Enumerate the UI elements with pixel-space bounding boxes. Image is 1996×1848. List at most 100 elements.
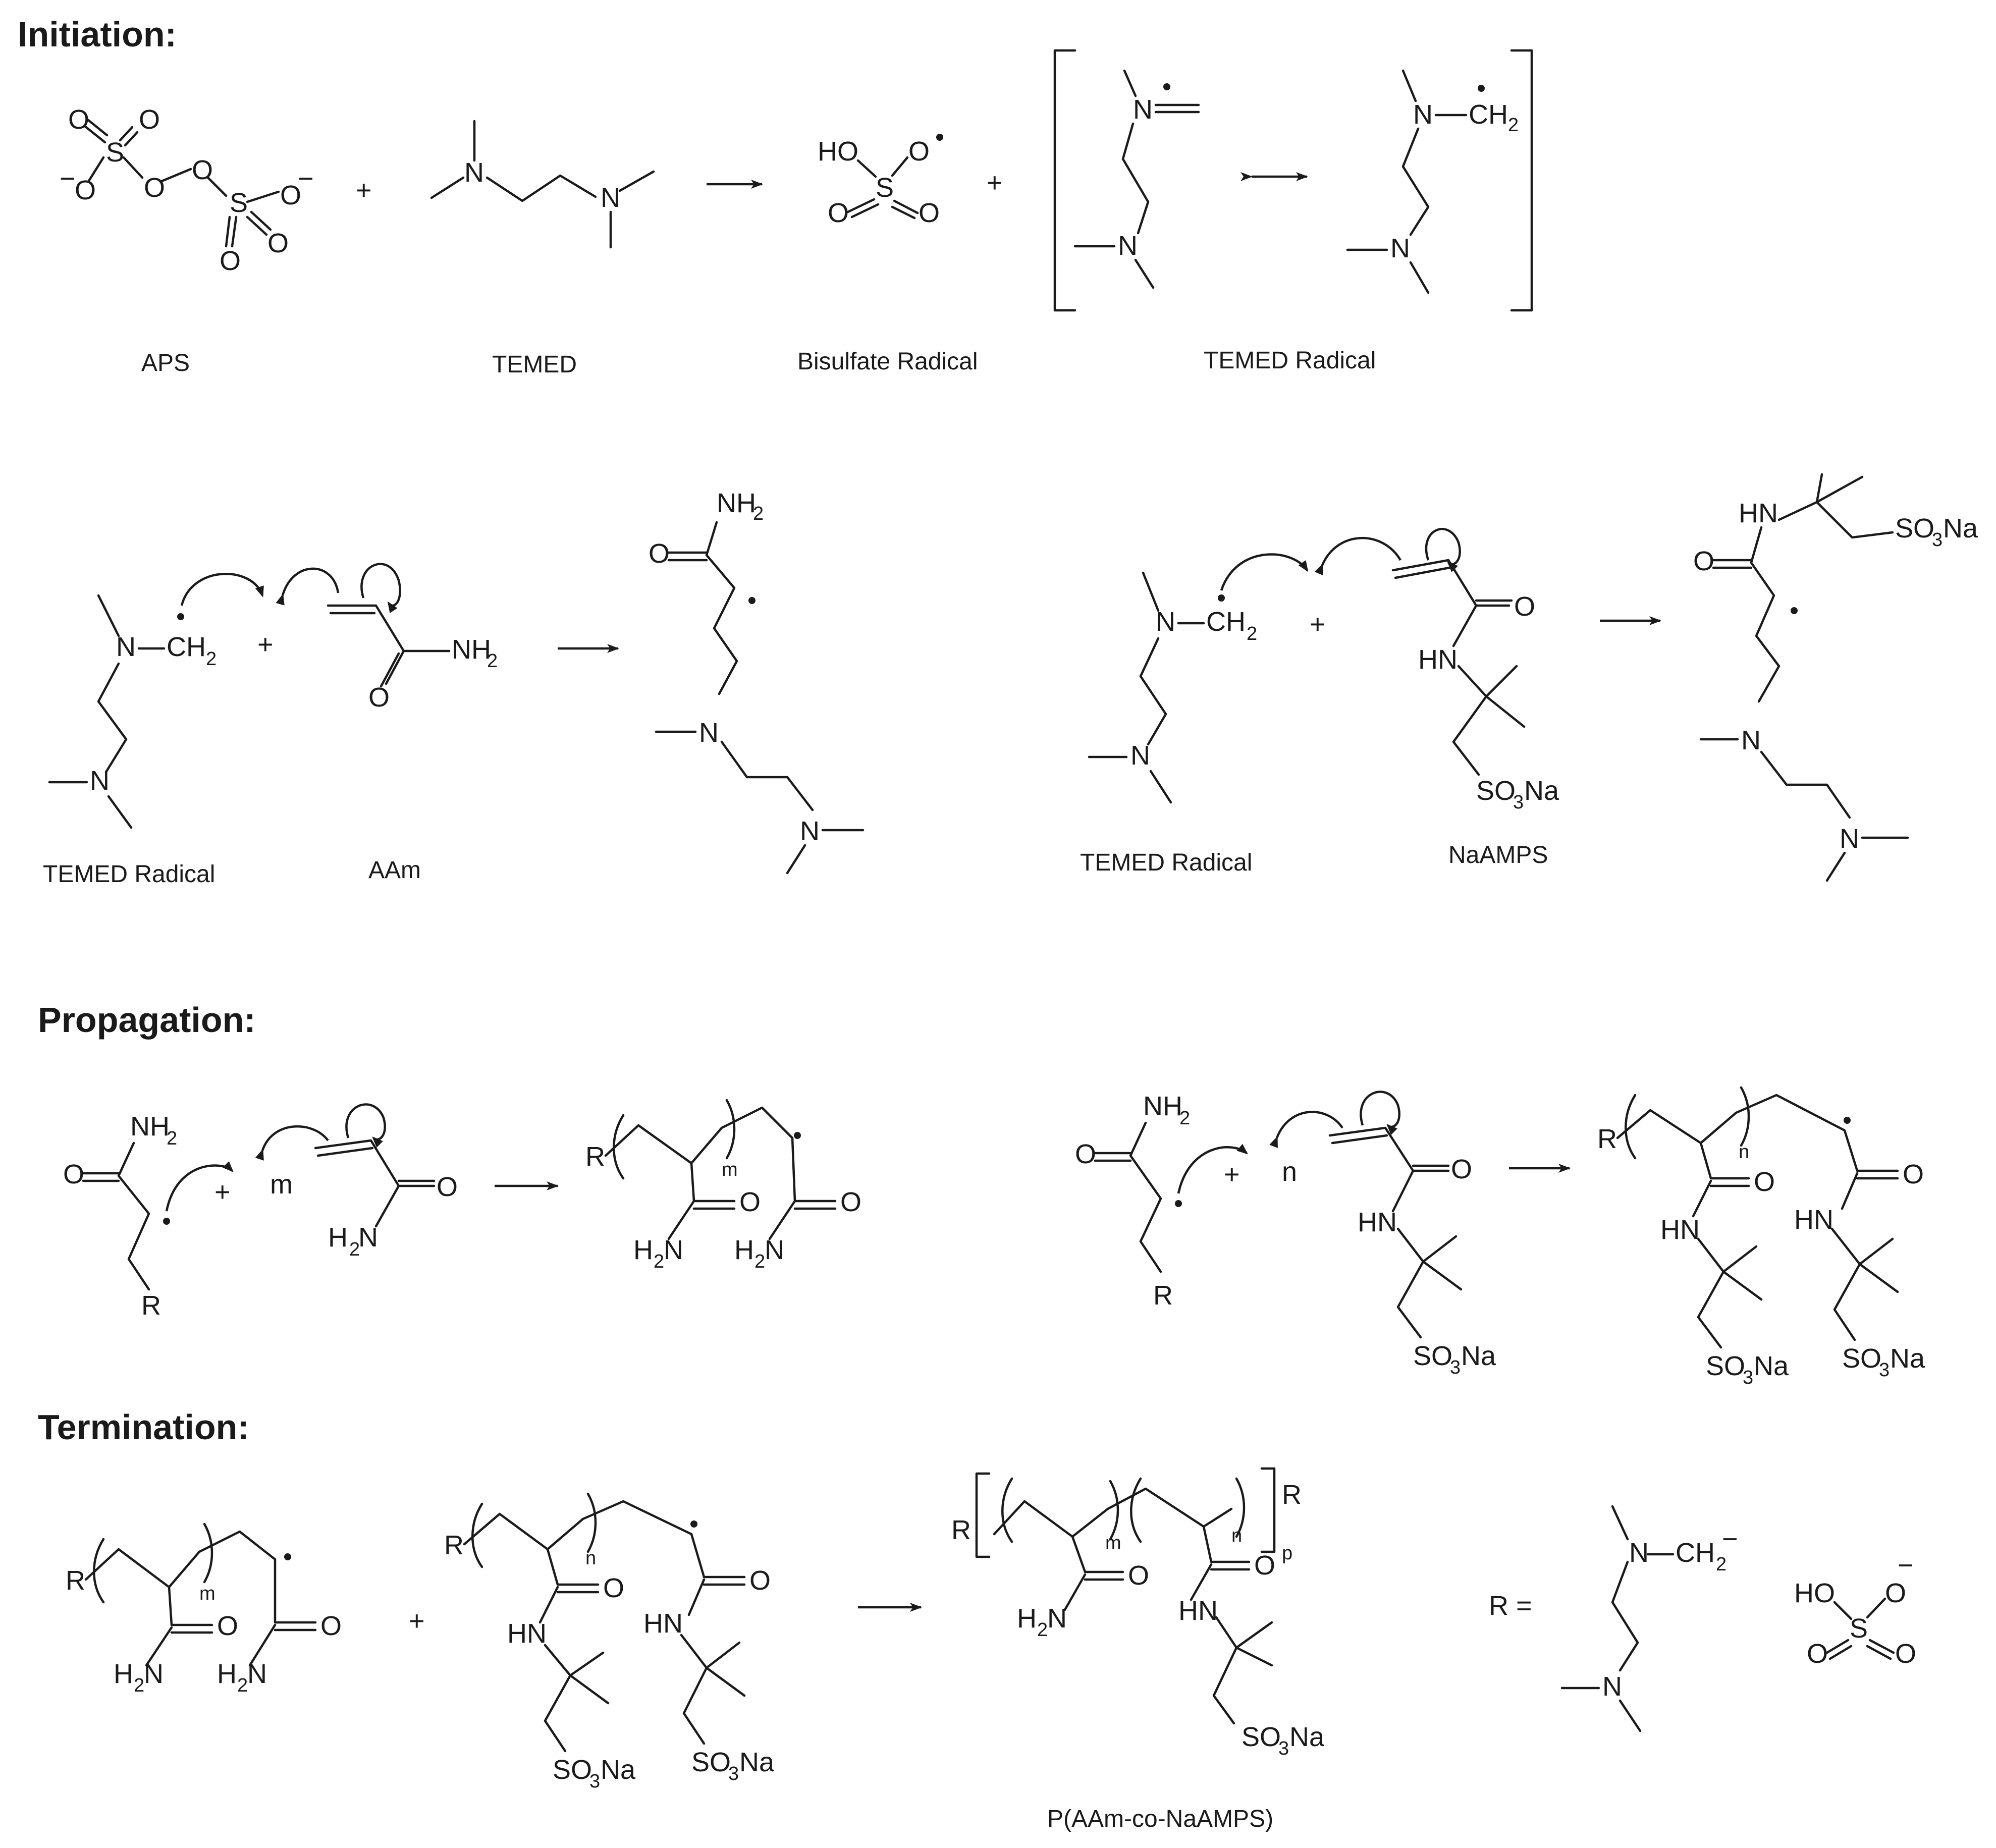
svg-text:N: N	[90, 766, 110, 796]
svg-text:CH: CH	[167, 632, 206, 662]
svg-text:O: O	[1254, 1550, 1275, 1581]
svg-text:O: O	[75, 175, 96, 205]
svg-text:O: O	[320, 1611, 342, 1641]
svg-text:Na: Na	[1943, 513, 1978, 543]
svg-text:N: N	[1741, 725, 1761, 755]
electron-arrow-3	[360, 563, 401, 613]
svg-text:n: n	[585, 1548, 596, 1569]
svg-text:HO: HO	[1794, 1578, 1835, 1608]
aam-temed-product: NH 2 O N N	[649, 488, 865, 875]
svg-text:2: 2	[1508, 115, 1519, 136]
svg-text:3: 3	[1879, 1360, 1890, 1381]
svg-text:3: 3	[1743, 1367, 1753, 1388]
svg-text:CH: CH	[1676, 1538, 1715, 1568]
propagation-aam-monomer: O H 2 N	[314, 1139, 458, 1260]
svg-text:SO: SO	[1895, 513, 1934, 543]
svg-text:O: O	[1075, 1139, 1096, 1169]
aps-structure: O O S O − O O S O − O O	[60, 104, 314, 276]
caption-naamps: NaAMPS	[1448, 842, 1548, 868]
svg-text:3: 3	[1513, 792, 1524, 813]
svg-text:H: H	[1017, 1603, 1037, 1634]
svg-text:O: O	[1693, 546, 1714, 576]
svg-text:N: N	[765, 1235, 784, 1265]
svg-text:3: 3	[728, 1763, 739, 1784]
plus-5: +	[214, 1177, 231, 1207]
propagation-pnaamps-radical: R n O O HN HN SO 3 Na SO 3 Na	[1597, 1086, 1925, 1388]
svg-text:HN: HN	[1794, 1205, 1833, 1235]
svg-text:2: 2	[237, 1675, 248, 1696]
svg-text:O: O	[63, 1159, 84, 1189]
svg-text:O: O	[1514, 591, 1535, 622]
caption-temed-radical-3: TEMED Radical	[1080, 849, 1252, 876]
svg-text:SO: SO	[691, 1747, 731, 1777]
svg-text:CH: CH	[1206, 607, 1246, 637]
svg-text:H: H	[633, 1235, 653, 1265]
svg-text:Na: Na	[601, 1755, 636, 1785]
svg-text:R: R	[444, 1530, 464, 1560]
svg-text:N: N	[664, 1235, 683, 1265]
propagation-aam-radical: NH 2 O R	[63, 1111, 177, 1321]
multiplier-n-1: n	[1282, 1157, 1297, 1187]
r-definition-label: R =	[1489, 1591, 1532, 1621]
svg-text:N: N	[247, 1659, 267, 1689]
svg-text:N: N	[1156, 607, 1175, 637]
naamps-structure: O HN SO 3 Na	[1391, 559, 1559, 813]
svg-text:N: N	[1118, 231, 1138, 261]
svg-text:N: N	[1130, 740, 1150, 771]
aam-structure: O NH 2	[327, 604, 498, 713]
initiation-header: Initiation:	[18, 15, 177, 54]
svg-text:R: R	[951, 1515, 971, 1545]
svg-text:HN: HN	[507, 1618, 547, 1649]
svg-text:CH: CH	[1469, 99, 1508, 130]
svg-text:Na: Na	[1461, 1341, 1496, 1371]
svg-text:2: 2	[1247, 623, 1257, 644]
svg-text:R: R	[1153, 1280, 1173, 1311]
svg-text:N: N	[144, 1659, 164, 1689]
termination-paam-radical: R m O O H 2 N H 2 N	[66, 1523, 342, 1696]
electron-arrow-1	[180, 572, 264, 606]
svg-text:N: N	[116, 632, 136, 662]
svg-text:HO: HO	[818, 136, 858, 167]
temed-radical-resonance: N N N CH 2 N	[1053, 49, 1533, 312]
svg-text:Na: Na	[1524, 776, 1559, 806]
svg-text:2: 2	[206, 648, 217, 670]
svg-text:NH: NH	[1143, 1091, 1182, 1121]
propagation-paam-radical: R m O O H 2 N H 2 N	[585, 1099, 861, 1272]
svg-text:−: −	[1722, 1524, 1738, 1554]
svg-text:2: 2	[167, 1128, 177, 1149]
svg-text:N: N	[1840, 824, 1859, 854]
svg-text:SO: SO	[1413, 1341, 1452, 1371]
electron-arrow-8	[255, 1125, 329, 1161]
svg-text:R: R	[141, 1290, 161, 1321]
svg-text:−: −	[60, 164, 76, 194]
svg-text:O: O	[1895, 1639, 1916, 1669]
svg-text:O: O	[267, 228, 289, 258]
svg-text:N: N	[464, 157, 484, 188]
svg-text:HN: HN	[643, 1608, 683, 1639]
svg-text:2: 2	[134, 1675, 144, 1696]
caption-bisulfate: Bisulfate Radical	[797, 348, 978, 375]
svg-text:O: O	[220, 246, 241, 276]
caption-product: P(AAm-co-NaAMPS)	[1047, 1806, 1273, 1832]
svg-text:O: O	[1807, 1639, 1828, 1669]
svg-text:N: N	[358, 1222, 378, 1253]
svg-text:SO: SO	[553, 1755, 592, 1785]
svg-text:N: N	[1413, 99, 1433, 130]
temed-radical-right: N CH 2 N	[1088, 571, 1257, 804]
svg-text:O: O	[649, 538, 670, 569]
electron-arrow-7	[165, 1161, 234, 1212]
plus-3: +	[257, 629, 274, 660]
svg-text:2: 2	[1716, 1554, 1727, 1575]
electron-arrow-4	[1220, 553, 1309, 591]
svg-text:Na: Na	[1754, 1351, 1789, 1381]
r-temed-fragment: N CH 2 − N	[1560, 1505, 1738, 1732]
copolymer-product: R m n p R O O H 2 N HN SO 3 Na	[951, 1467, 1325, 1759]
svg-text:O: O	[908, 136, 930, 167]
plus-1: +	[356, 175, 372, 205]
svg-text:O: O	[749, 1565, 771, 1596]
plus-4: +	[1310, 609, 1326, 639]
svg-text:O: O	[68, 104, 89, 135]
svg-text:N: N	[1133, 94, 1153, 125]
svg-text:n: n	[1739, 1142, 1749, 1163]
plus-2: +	[987, 168, 1003, 198]
